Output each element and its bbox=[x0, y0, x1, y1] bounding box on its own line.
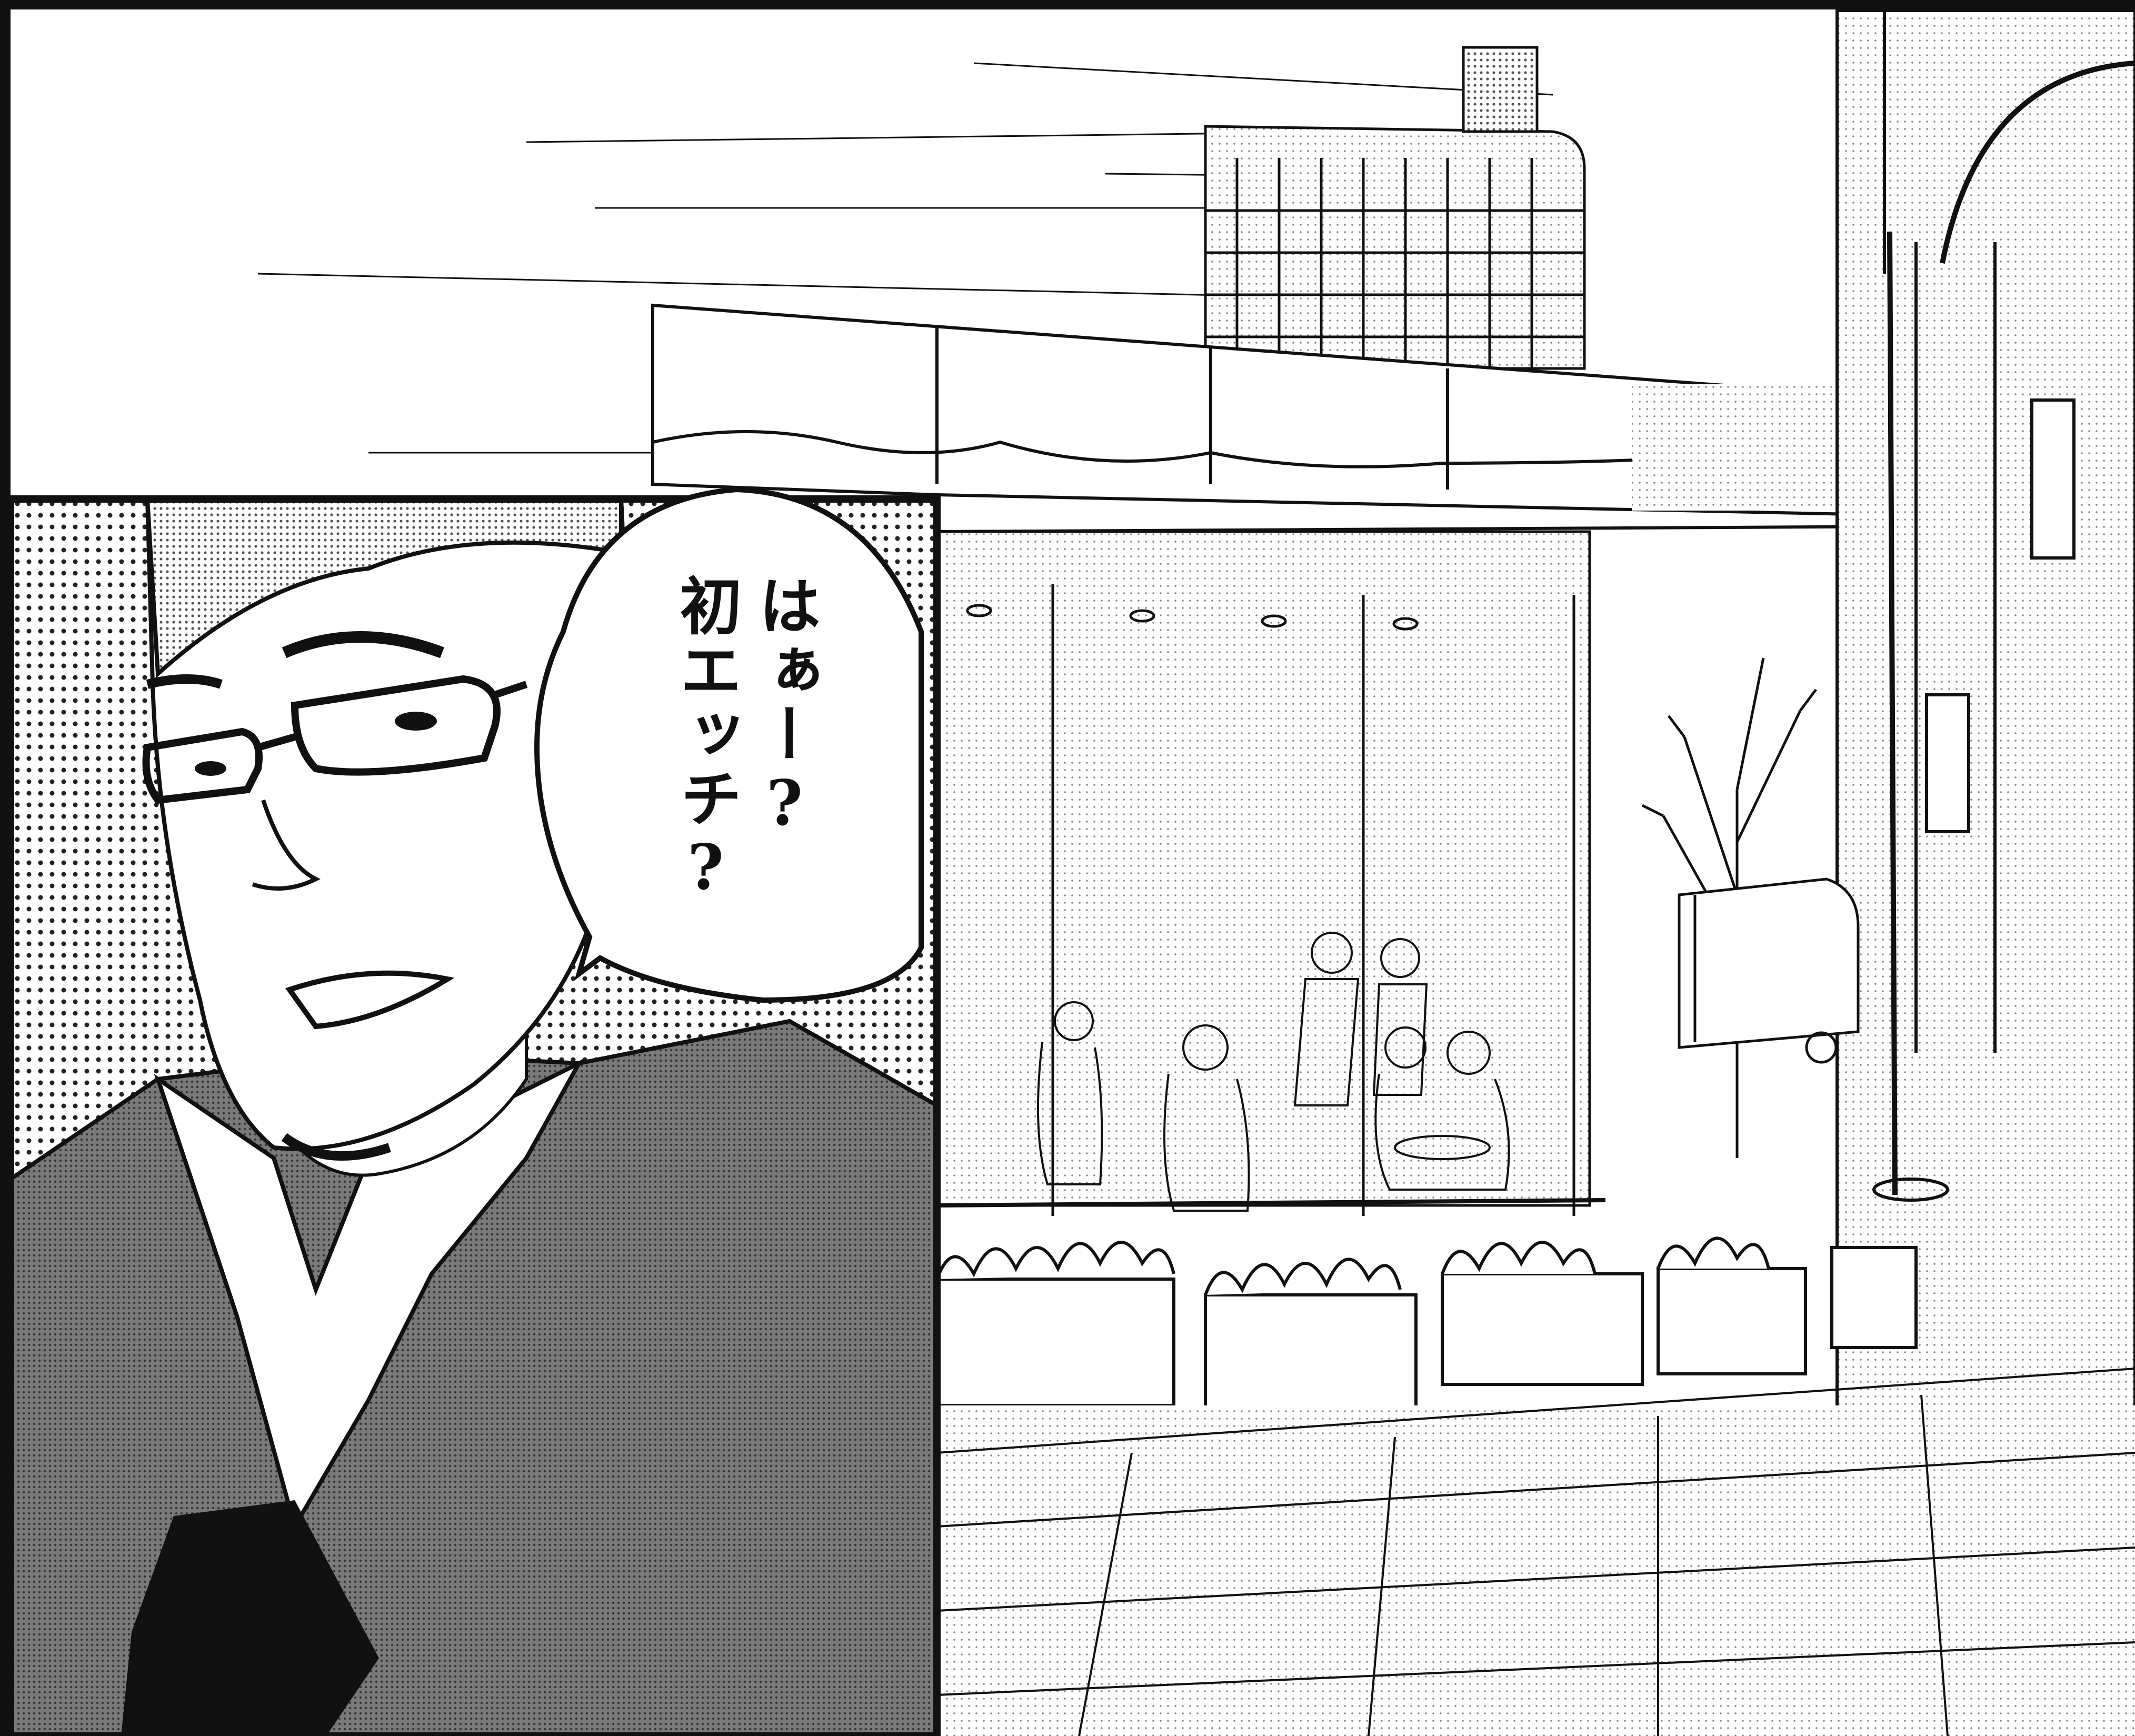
cafe-storefront bbox=[935, 530, 1606, 1216]
speech-bubble bbox=[534, 486, 924, 1003]
speech-line-2: 初エッチ? bbox=[669, 574, 742, 906]
character-panel bbox=[7, 495, 941, 1736]
speech-bubble-text: はぁー? 初エッチ? bbox=[669, 574, 824, 942]
eyebrow-right bbox=[282, 631, 444, 659]
panel-border bbox=[7, 495, 941, 1736]
eye-left bbox=[195, 761, 226, 776]
glasses-icon bbox=[142, 675, 528, 804]
necktie bbox=[121, 1500, 379, 1736]
nose bbox=[252, 799, 321, 891]
pavement bbox=[936, 1368, 2135, 1736]
eyebrow-left bbox=[146, 674, 223, 689]
stubble bbox=[281, 1133, 391, 1161]
eye-right bbox=[395, 712, 437, 731]
grid-building bbox=[1204, 46, 1586, 370]
parked-truck bbox=[1678, 877, 1860, 1064]
collar bbox=[154, 1058, 584, 1532]
street-scene bbox=[257, 9, 2135, 1736]
cafe-customers bbox=[1037, 932, 1510, 1212]
hair bbox=[145, 497, 623, 679]
planters bbox=[935, 1236, 1918, 1412]
mouth bbox=[285, 970, 455, 1030]
speech-line-1: はぁー? bbox=[748, 574, 821, 842]
